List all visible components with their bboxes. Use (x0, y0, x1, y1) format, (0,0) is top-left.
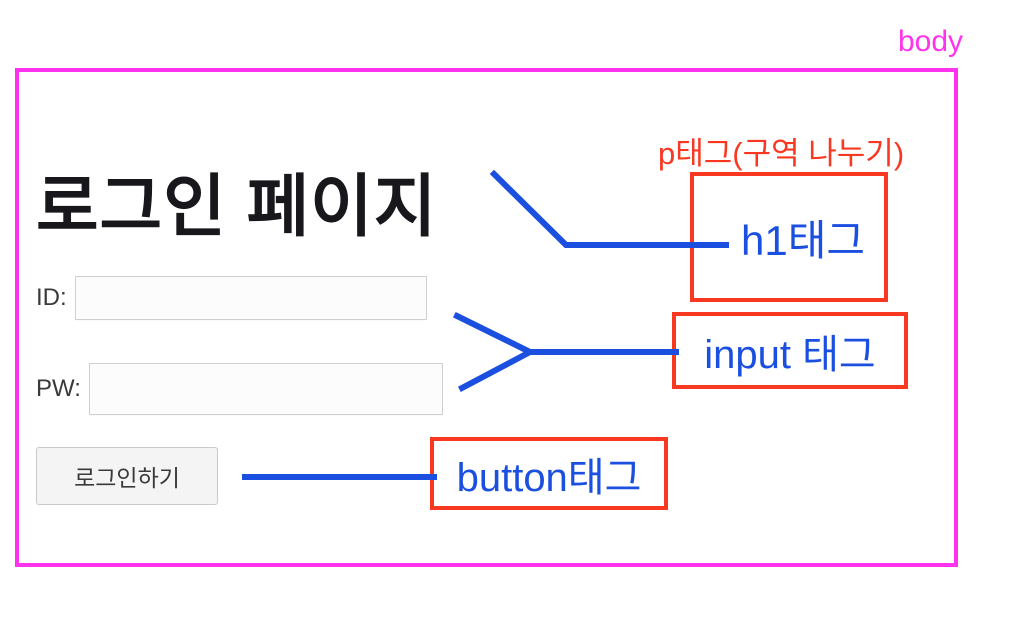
id-field-row: ID: (36, 276, 427, 320)
id-input[interactable] (74, 276, 427, 320)
annotation-box-button-tag: button태그 (430, 437, 668, 510)
pw-field-label: PW: (36, 375, 81, 402)
annotation-label-input-tag: input 태그 (704, 332, 876, 377)
page-title: 로그인 페이지 (36, 168, 438, 245)
login-submit-button[interactable]: 로그인하기 (36, 447, 218, 505)
annotation-box-input-tag: input 태그 (672, 312, 908, 389)
annotation-box-h1-tag: h1태그 (690, 172, 888, 302)
pw-input[interactable] (88, 363, 443, 415)
body-region-label: body (898, 25, 964, 58)
annotation-label-p-tag: p태그(구역 나누기) (658, 136, 905, 171)
pw-field-row: PW: (36, 363, 443, 415)
annotation-label-h1-tag: h1태그 (741, 216, 865, 264)
annotation-label-button-tag: button태그 (456, 455, 642, 500)
id-field-label: ID: (36, 284, 67, 311)
